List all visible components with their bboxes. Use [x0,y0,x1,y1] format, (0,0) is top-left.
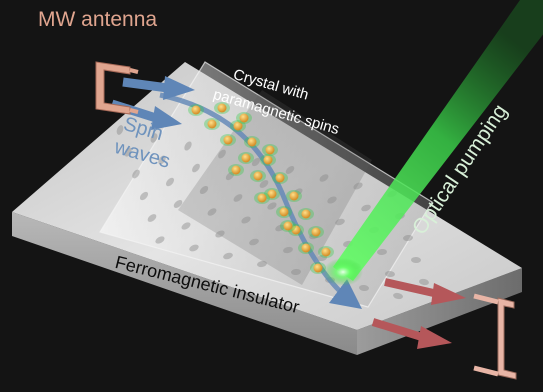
paramagnetic-spin [276,206,292,218]
paramagnetic-spin [188,104,204,116]
faint-spin-mark [285,166,295,174]
faint-spin-mark [233,194,243,202]
faint-spin-mark [317,254,327,262]
paramagnetic-spin [214,102,230,114]
paramagnetic-spin [272,172,288,184]
output-antenna-icon [473,293,517,380]
faint-spin-mark [259,180,269,188]
paramagnetic-spin [286,190,302,202]
faint-spin-mark [411,256,421,264]
mw-antenna-label: MW antenna [38,8,158,31]
faint-spin-mark [147,214,157,222]
faint-spin-mark [181,222,191,230]
slab-front-face [12,212,357,355]
crystal-shaded-band [178,90,372,285]
faint-spin-mark [335,218,345,226]
faint-spin-mark [319,174,329,182]
paramagnetic-spin [298,208,314,220]
faint-spin-mark [291,268,301,276]
faint-spin-mark [116,125,124,135]
paramagnetic-spin [298,242,314,254]
spin-wave-arrowhead-top [163,76,195,100]
faint-spin-mark [215,230,225,238]
output-arrow-bottom [371,318,427,342]
faint-spin-mark [189,244,199,252]
faint-spin-mark [385,270,395,278]
spin-wave-arrow-top [122,77,169,93]
faint-spin-mark [251,157,261,167]
paramagnetic-spin [220,134,236,146]
faint-spin-mark [283,246,293,254]
faint-spin-mark [249,238,259,246]
output-arrowhead-bottom [417,326,452,349]
faint-spin-mark [207,208,217,216]
faint-spin-mark [184,141,192,151]
paramagnetic-spin [260,154,276,166]
paramagnetic-spin [250,170,266,182]
faint-spin-mark [257,260,267,268]
spin-wave-arrowhead-bottom [151,106,182,130]
paramagnetic-spin [262,144,278,156]
laser-spot [323,258,363,286]
paramagnetic-spin [310,262,326,274]
paramagnetic-spin [236,112,252,124]
faint-spin-mark [377,248,387,256]
paramagnetic-spin [230,120,246,132]
faint-spin-mark [361,204,371,212]
paramagnetic-spin [254,192,270,204]
faint-spin-mark [155,236,165,244]
paramagnetic-spins [188,102,334,274]
paramagnetic-spin [238,152,254,164]
faint-spin-mark [173,200,183,208]
paramagnetic-spin [318,246,334,258]
faint-spin-mark [223,252,233,260]
faint-spin-mark [192,163,200,173]
faint-spin-mark [327,196,337,204]
faint-spin-mark [150,133,158,143]
faint-spin-mark [158,155,166,165]
faint-spin-mark [218,149,226,159]
output-arrowhead-top [431,283,466,305]
paramagnetic-spin [308,226,324,238]
optical-pumping-beam [333,0,543,281]
faint-spin-mark [267,202,277,210]
faint-spin-mark [403,234,413,242]
faint-spin-mark [139,191,149,201]
faint-spin-mark [199,185,209,195]
faint-spin-mark [225,171,235,181]
faint-spin-mark [419,278,429,286]
faint-spin-mark [165,177,175,187]
paramagnetic-spin [280,220,296,232]
faint-spin-mark [393,292,403,300]
output-arrow-top [384,278,439,298]
paramagnetic-spin [244,136,260,148]
mw-antenna-icon [95,61,139,115]
faint-spin-mark [124,147,132,157]
paramagnetic-spin [264,188,280,200]
faint-spin-mark [275,224,285,232]
paramagnetic-spin [228,164,244,176]
faint-spin-mark [353,182,363,190]
faint-spin-mark [241,216,251,224]
paramagnetic-spin [204,118,220,130]
faint-spin-mark [132,169,140,179]
output-spin-wave-arrows [371,278,466,349]
